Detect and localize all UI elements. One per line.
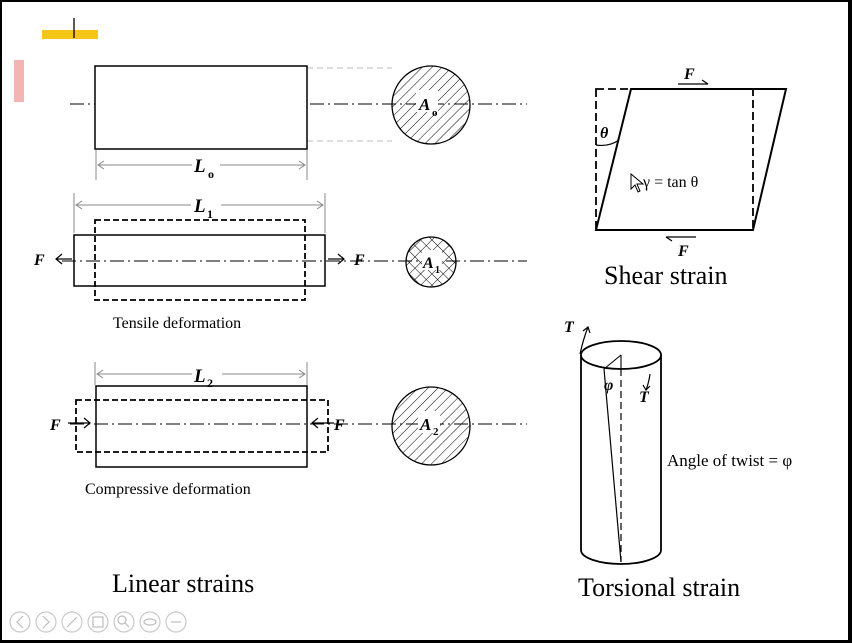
shear-strain-caption: Shear strain xyxy=(604,261,727,290)
length-l2-label: L xyxy=(193,366,206,387)
area-a1-label: A xyxy=(422,255,434,272)
linear-strains-caption: Linear strains xyxy=(112,569,254,598)
radius-line-twisted xyxy=(603,354,622,370)
shear-force-label-bottom: F xyxy=(677,243,689,260)
force-arrow-right-head xyxy=(337,253,345,265)
compressive-group xyxy=(68,362,527,468)
force-arrow-left-head xyxy=(83,417,91,429)
compressive-caption: Compressive deformation xyxy=(85,481,251,498)
link-icon xyxy=(143,618,157,626)
mouse-pointer-icon xyxy=(630,172,645,193)
compressed-bar xyxy=(95,385,308,468)
link-button[interactable] xyxy=(139,611,161,633)
area-a0-subscript: o xyxy=(432,107,438,119)
shear-force-arrow-bottom-head xyxy=(665,236,673,242)
shear-equation: γ = tan θ xyxy=(642,174,698,191)
length-l1-subscript: 1 xyxy=(207,207,213,221)
next-slide-button[interactable] xyxy=(35,611,57,633)
area-a2-subscript: 2 xyxy=(433,426,439,438)
area-a2-label: A xyxy=(419,415,431,434)
length-l2-subscript: 2 xyxy=(207,376,213,390)
stretched-bar xyxy=(73,234,326,287)
force-arrow-right-head xyxy=(311,417,319,429)
arrow-right-icon xyxy=(42,615,50,629)
torsional-strain-caption: Torsional strain xyxy=(578,573,740,602)
dim-arrowhead xyxy=(96,369,104,379)
original-outline-dashed xyxy=(94,219,306,301)
torque-arrow-top xyxy=(579,326,589,355)
area-a1-subscript: 1 xyxy=(435,265,440,276)
label-mask xyxy=(416,90,438,112)
torque-label-right: T xyxy=(639,389,650,406)
pen-icon xyxy=(66,616,78,628)
length-l0-label: L xyxy=(193,156,206,177)
force-label-right: F xyxy=(333,417,345,434)
torque-label-top: T xyxy=(564,319,575,336)
cylinder-bottom xyxy=(580,549,662,565)
original-outline-dashed xyxy=(75,399,329,453)
shear-group xyxy=(594,79,788,242)
magnifier-icon xyxy=(117,615,127,625)
dim-arrowhead xyxy=(316,200,324,210)
torque-arrow-right-head xyxy=(642,384,651,391)
area-a0-label: A xyxy=(418,95,430,114)
force-label-left: F xyxy=(49,417,61,434)
pen-tool-button[interactable] xyxy=(61,611,83,633)
accent-mark xyxy=(14,60,24,102)
dim-arrowhead xyxy=(97,160,105,170)
grid-icon xyxy=(92,616,104,628)
angle-of-twist-text: Angle of twist = φ xyxy=(667,451,792,470)
twisted-generator xyxy=(603,368,622,563)
shear-angle-label: θ xyxy=(600,125,609,142)
zoom-button[interactable] xyxy=(113,611,135,633)
force-label-left: F xyxy=(33,252,45,269)
label-mask xyxy=(422,250,442,270)
previous-slide-button[interactable] xyxy=(9,611,31,633)
sheared-parallelogram xyxy=(594,88,788,231)
slide-decoration xyxy=(14,18,98,102)
dim-arrowhead xyxy=(298,369,306,379)
more-options-button[interactable] xyxy=(165,611,187,633)
torque-arrow-top-head xyxy=(582,325,591,334)
tensile-group xyxy=(55,193,527,301)
torsion-group xyxy=(579,325,662,565)
original-bar-group xyxy=(70,65,527,180)
tensile-caption: Tensile deformation xyxy=(113,315,241,332)
force-arrow-left-head xyxy=(55,253,63,265)
shear-angle-arc xyxy=(595,139,620,147)
dim-arrowhead xyxy=(75,200,83,210)
dim-arrowhead xyxy=(298,160,306,170)
arrow-left-icon xyxy=(16,615,24,629)
original-square-dashed xyxy=(595,88,754,231)
shear-force-arrow-top-head xyxy=(701,79,709,85)
force-label-right: F xyxy=(353,252,365,269)
player-controls xyxy=(9,611,187,633)
length-l1-label: L xyxy=(193,196,206,217)
torque-arrow-right xyxy=(645,373,651,391)
accent-bar xyxy=(42,30,98,39)
original-bar xyxy=(94,65,308,150)
length-l0-subscript: o xyxy=(208,167,214,181)
slide-sorter-button[interactable] xyxy=(87,611,109,633)
twist-angle-label: φ xyxy=(604,377,613,394)
label-mask xyxy=(418,411,440,433)
shear-force-label-top: F xyxy=(683,66,695,83)
